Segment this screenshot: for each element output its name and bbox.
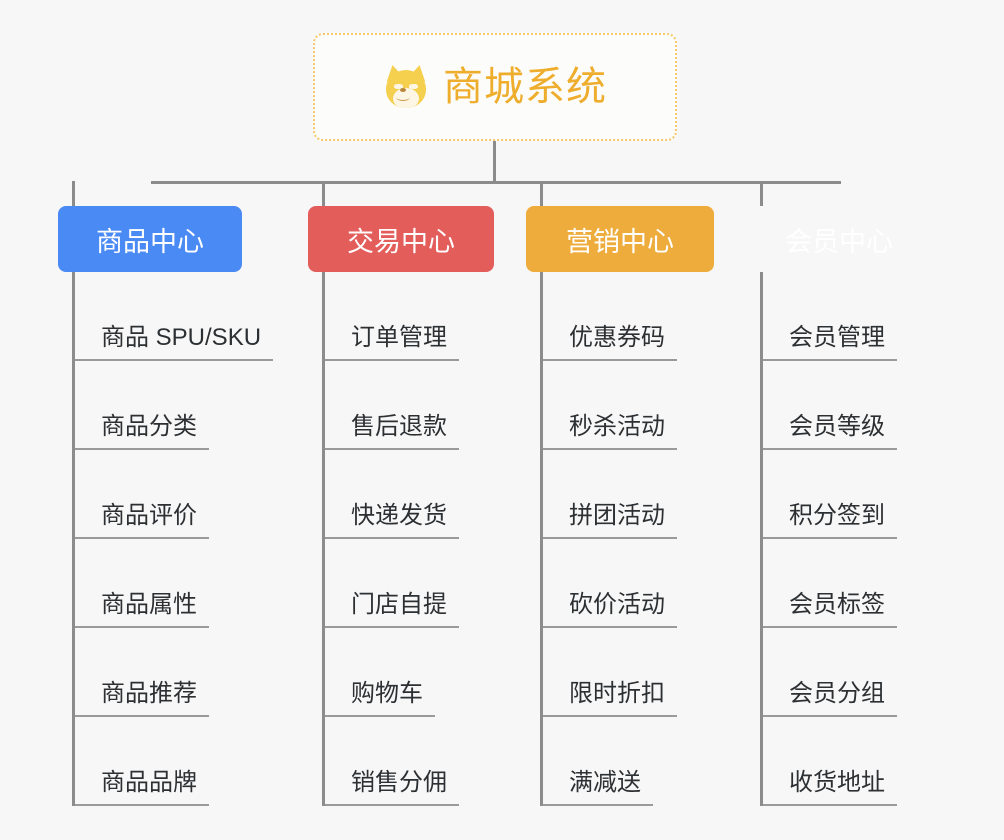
leaf-item[interactable]: 购物车: [308, 628, 494, 717]
column-items-trade-center: 订单管理售后退款快递发货门店自提购物车销售分佣: [308, 272, 494, 806]
leaf-item[interactable]: 会员标签: [746, 539, 932, 628]
trunk-line-marketing-center: [540, 272, 543, 806]
leaf-item[interactable]: 商品分类: [58, 361, 273, 450]
column-header-trade-center[interactable]: 交易中心: [308, 206, 494, 272]
leaf-item-label: 会员分组: [763, 673, 897, 717]
leaf-item-label: 会员管理: [763, 317, 897, 361]
leaf-item[interactable]: 砍价活动: [526, 539, 714, 628]
leaf-item-label: 购物车: [325, 673, 435, 717]
leaf-item-label: 商品属性: [75, 584, 209, 628]
leaf-item[interactable]: 会员分组: [746, 628, 932, 717]
leaf-item[interactable]: 订单管理: [308, 272, 494, 361]
leaf-item-label: 售后退款: [325, 406, 459, 450]
leaf-item-label: 收货地址: [763, 762, 897, 806]
column-trade-center: 交易中心订单管理售后退款快递发货门店自提购物车销售分佣: [308, 206, 494, 806]
root-node[interactable]: 商城系统: [313, 33, 677, 141]
leaf-item-label: 砍价活动: [543, 584, 677, 628]
connector-stem: [493, 141, 496, 183]
leaf-item[interactable]: 积分签到: [746, 450, 932, 539]
column-header-product-center[interactable]: 商品中心: [58, 206, 242, 272]
leaf-item[interactable]: 商品品牌: [58, 717, 273, 806]
leaf-item-label: 门店自提: [325, 584, 459, 628]
connector-drop-product-center: [72, 181, 75, 206]
leaf-item-label: 商品 SPU/SKU: [75, 317, 274, 361]
leaf-item[interactable]: 会员等级: [746, 361, 932, 450]
leaf-item[interactable]: 限时折扣: [526, 628, 714, 717]
leaf-item-label: 满减送: [543, 762, 653, 806]
trunk-line-member-center: [760, 272, 763, 806]
leaf-item[interactable]: 优惠券码: [526, 272, 714, 361]
leaf-item[interactable]: 售后退款: [308, 361, 494, 450]
leaf-item[interactable]: 秒杀活动: [526, 361, 714, 450]
trunk-line-trade-center: [322, 272, 325, 806]
column-header-marketing-center[interactable]: 营销中心: [526, 206, 714, 272]
leaf-item-label: 会员标签: [763, 584, 897, 628]
leaf-item[interactable]: 收货地址: [746, 717, 932, 806]
leaf-item[interactable]: 商品评价: [58, 450, 273, 539]
leaf-item-label: 限时折扣: [543, 673, 677, 717]
connector-drop-trade-center: [322, 181, 325, 206]
leaf-item[interactable]: 会员管理: [746, 272, 932, 361]
leaf-item-label: 商品评价: [75, 495, 209, 539]
column-items-member-center: 会员管理会员等级积分签到会员标签会员分组收货地址: [746, 272, 932, 806]
leaf-item[interactable]: 拼团活动: [526, 450, 714, 539]
leaf-item[interactable]: 销售分佣: [308, 717, 494, 806]
column-member-center: 会员中心会员管理会员等级积分签到会员标签会员分组收货地址: [746, 206, 932, 806]
column-items-marketing-center: 优惠券码秒杀活动拼团活动砍价活动限时折扣满减送: [526, 272, 714, 806]
leaf-item-label: 商品推荐: [75, 673, 209, 717]
leaf-item-label: 商品分类: [75, 406, 209, 450]
leaf-item-label: 优惠券码: [543, 317, 677, 361]
leaf-item-label: 会员等级: [763, 406, 897, 450]
leaf-item[interactable]: 商品 SPU/SKU: [58, 272, 274, 361]
leaf-item-label: 秒杀活动: [543, 406, 677, 450]
leaf-item-label: 销售分佣: [325, 762, 459, 806]
connector-drop-marketing-center: [540, 181, 543, 206]
leaf-item-label: 快递发货: [325, 495, 459, 539]
leaf-item-label: 商品品牌: [75, 762, 209, 806]
leaf-item[interactable]: 满减送: [526, 717, 714, 806]
leaf-item-label: 拼团活动: [543, 495, 677, 539]
connector-bus: [151, 181, 841, 184]
leaf-item-label: 积分签到: [763, 495, 897, 539]
leaf-item[interactable]: 商品推荐: [58, 628, 273, 717]
dog-face-icon: [383, 63, 429, 110]
column-marketing-center: 营销中心优惠券码秒杀活动拼团活动砍价活动限时折扣满减送: [526, 206, 714, 806]
column-header-member-center[interactable]: 会员中心: [785, 226, 893, 257]
column-items-product-center: 商品 SPU/SKU 商品分类商品评价商品属性商品推荐商品品牌: [58, 272, 274, 806]
leaf-item[interactable]: 商品属性: [58, 539, 273, 628]
connector-drop-member-center: [760, 181, 763, 206]
leaf-item[interactable]: 快递发货: [308, 450, 494, 539]
leaf-item[interactable]: 门店自提: [308, 539, 494, 628]
trunk-line-product-center: [72, 272, 75, 806]
root-title: 商城系统: [443, 65, 607, 109]
column-product-center: 商品中心商品 SPU/SKU 商品分类商品评价商品属性商品推荐商品品牌: [58, 206, 274, 806]
leaf-item-label: 订单管理: [325, 317, 459, 361]
